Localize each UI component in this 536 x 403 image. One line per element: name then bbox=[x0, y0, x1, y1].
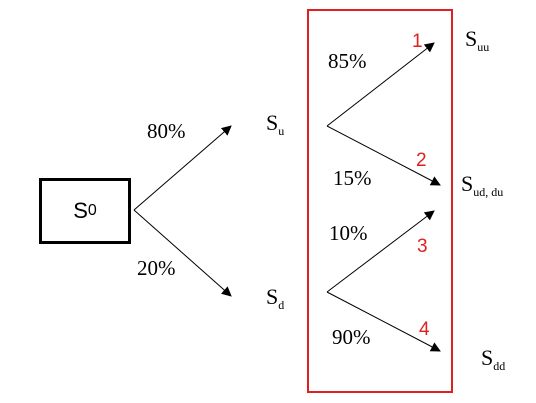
node-sud-du: Sud, du bbox=[461, 171, 504, 199]
branch-number-3: 3 bbox=[417, 236, 428, 257]
branch-number-4: 4 bbox=[419, 319, 430, 340]
prob-du-label: 10% bbox=[329, 221, 368, 245]
prob-dd-label: 90% bbox=[332, 325, 371, 349]
root-node-base: S bbox=[73, 198, 88, 223]
root-node-sub: 0 bbox=[87, 202, 97, 219]
branch-ud-arrow bbox=[326, 125, 441, 186]
branch-dd-arrow bbox=[326, 291, 441, 352]
prob-up-label: 80% bbox=[147, 119, 186, 143]
node-suu: Suu bbox=[465, 26, 490, 54]
prob-ud-label: 15% bbox=[333, 166, 372, 190]
branch-up-arrow bbox=[133, 125, 232, 211]
branch-du-arrow bbox=[326, 210, 435, 293]
prob-uu-label: 85% bbox=[328, 49, 367, 73]
highlight-box bbox=[307, 9, 453, 393]
branch-number-1: 1 bbox=[412, 31, 423, 52]
branch-down-arrow bbox=[133, 209, 232, 297]
branch-number-2: 2 bbox=[416, 150, 427, 171]
prob-down-label: 20% bbox=[137, 256, 176, 280]
node-su: Su bbox=[266, 110, 285, 138]
node-sd: Sd bbox=[266, 284, 285, 312]
node-sdd: Sdd bbox=[481, 345, 506, 373]
branch-uu-arrow bbox=[326, 42, 435, 127]
